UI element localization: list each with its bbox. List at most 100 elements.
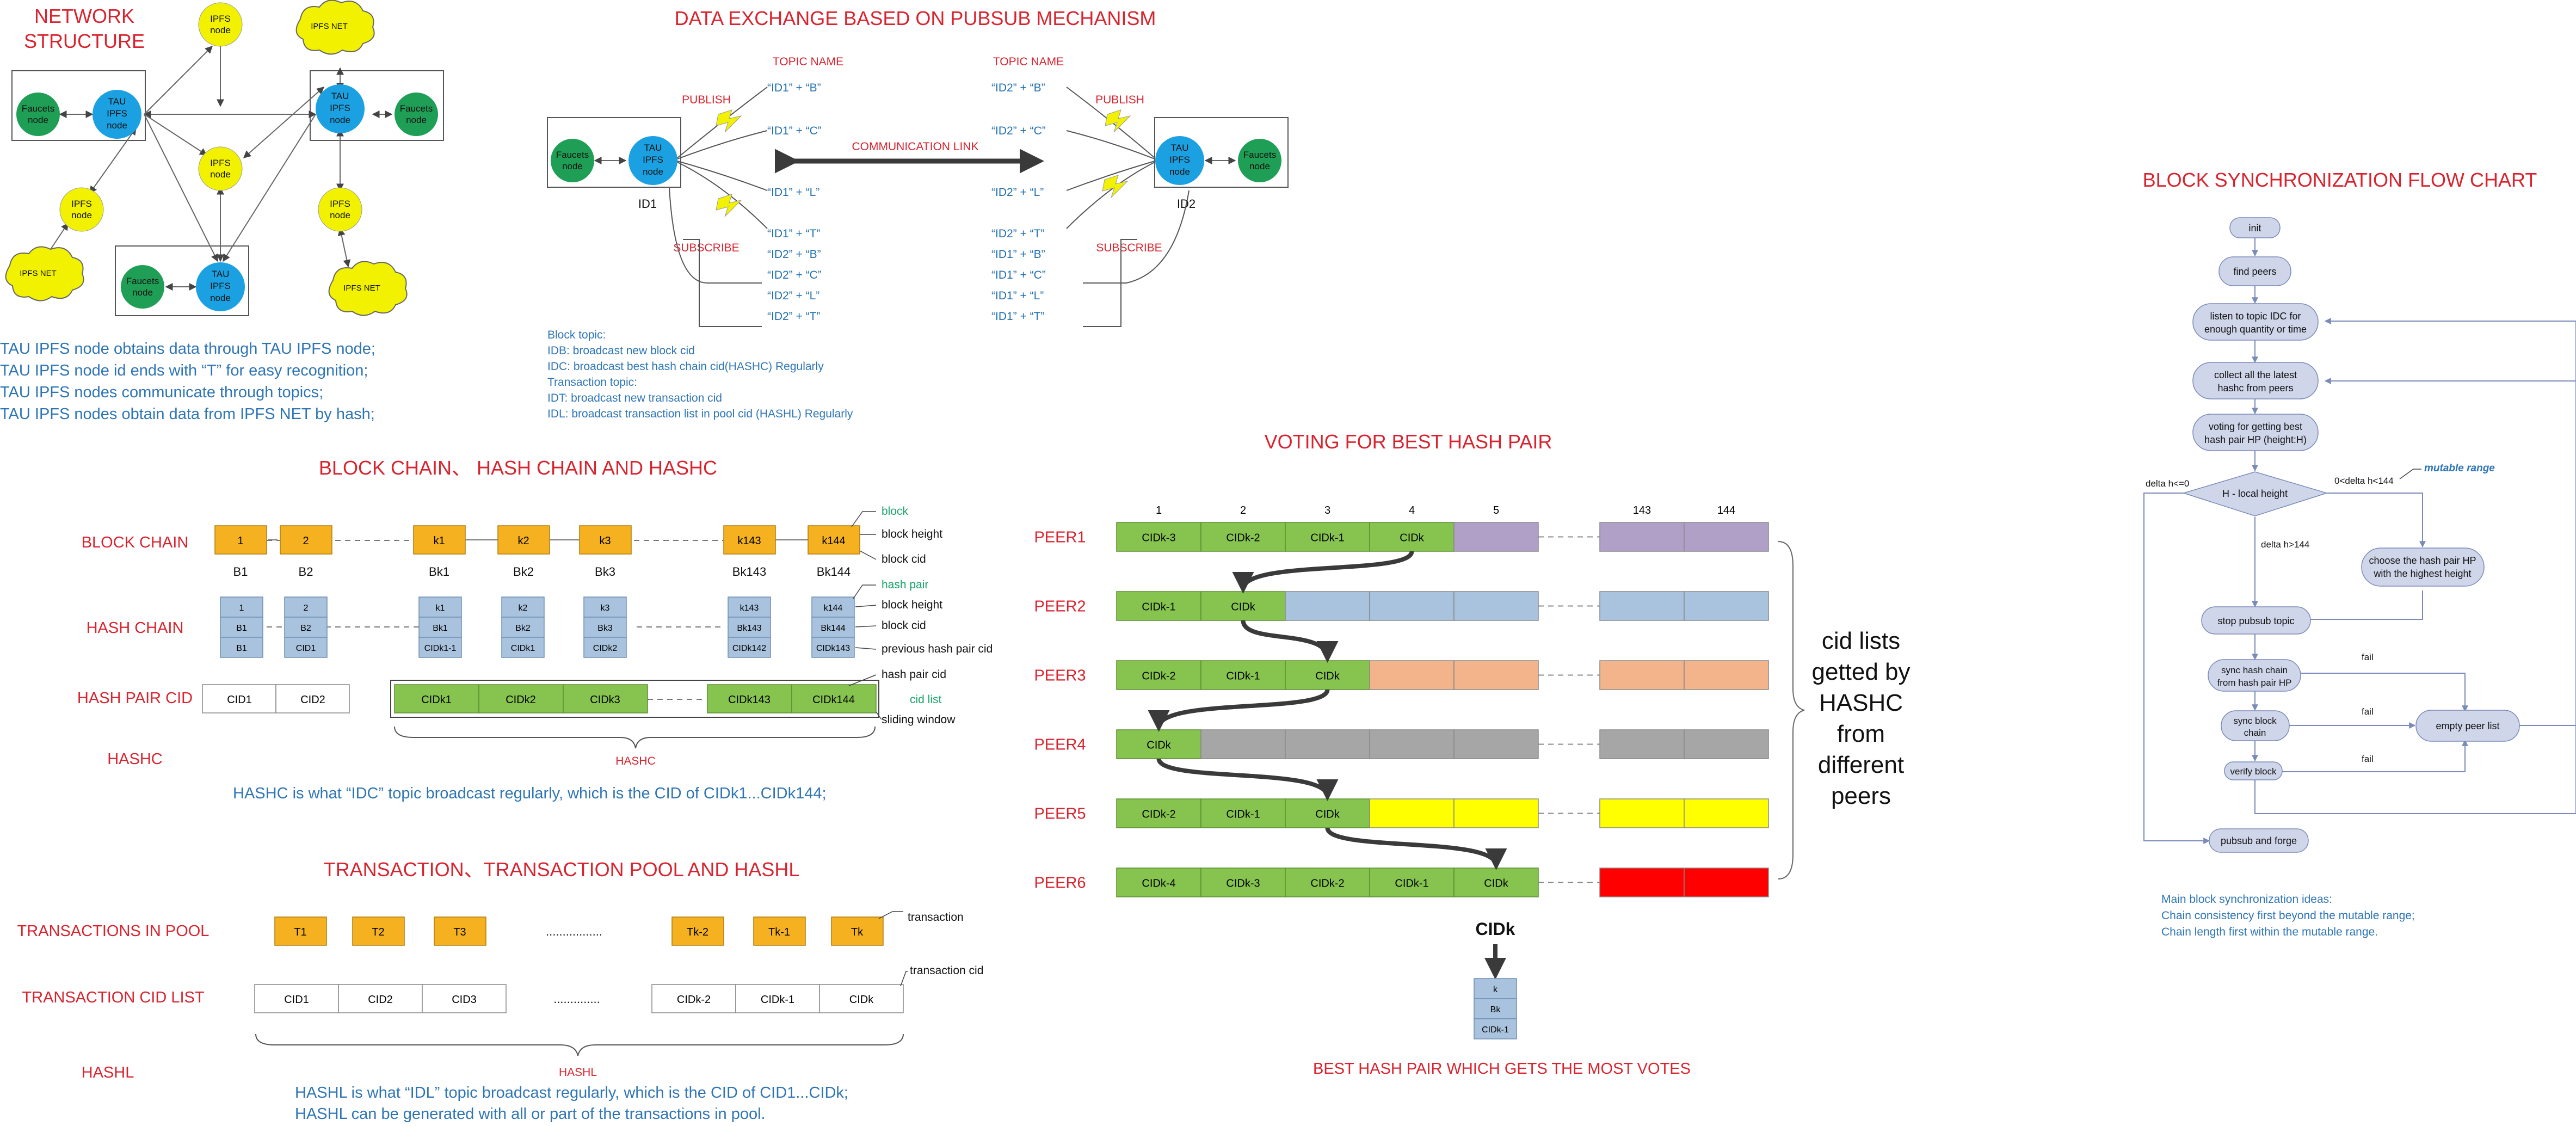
voting-column-header: 1 xyxy=(1156,504,1162,516)
peer-cid-cell xyxy=(1285,867,1370,897)
node-group-box-bottom xyxy=(115,245,249,316)
hash-pair: 1 B1 B1 xyxy=(220,596,263,658)
svg-text:B1: B1 xyxy=(236,624,247,633)
peer-cid-cell xyxy=(1200,867,1286,897)
svg-text:Bk143: Bk143 xyxy=(737,624,761,633)
hash-pair-cid-row: CID1 CID2 CIDk1 CIDk2 CIDk3 CIDk143 CIDk… xyxy=(202,684,877,713)
ipfs-net-cloud-icon xyxy=(5,246,84,302)
svg-text:fail: fail xyxy=(2362,754,2374,764)
tx-pool-row: T1 T2 T3 ................. Tk-2 Tk-1 Tk xyxy=(274,916,884,946)
network-notes: TAU IPFS node obtains data through TAU I… xyxy=(0,340,375,423)
svg-text:block cid: block cid xyxy=(882,553,926,565)
tau-label: node xyxy=(210,293,231,303)
svg-text:..............: .............. xyxy=(553,992,600,1006)
peer-cid-cell xyxy=(1200,729,1286,759)
network-note: TAU IPFS node obtains data through TAU I… xyxy=(0,340,375,358)
subscribe-right: SUBSCRIBE xyxy=(1096,242,1162,254)
peer-cid-cell xyxy=(1369,591,1455,621)
svg-text:CIDk: CIDk xyxy=(849,994,874,1006)
svg-text:CIDk2: CIDk2 xyxy=(506,694,536,706)
flow-choose-node xyxy=(2361,547,2485,587)
cid-cell xyxy=(707,684,792,713)
svg-text:Bk1: Bk1 xyxy=(433,624,448,633)
hashc-brace xyxy=(394,726,876,749)
peer-cid-text: CIDk xyxy=(1315,670,1340,682)
result-hash-pair: k Bk CIDk-1 xyxy=(1474,978,1517,1039)
faucet-node-bottom xyxy=(121,265,164,309)
svg-text:Tk: Tk xyxy=(851,926,864,938)
peer-cid-cell xyxy=(1369,867,1455,897)
peer-label: PEER3 xyxy=(1034,667,1086,685)
block-name: Bk143 xyxy=(732,565,766,579)
svg-text:Main block synchronization ide: Main block synchronization ideas: xyxy=(2161,893,2332,906)
voting-title: VOTING FOR BEST HASH PAIR xyxy=(1265,430,1552,453)
network-note: TAU IPFS node id ends with “T” for easy … xyxy=(0,362,368,379)
peer-cid-text: CIDk-4 xyxy=(1142,878,1175,890)
network-structure-section: NETWORK STRUCTURE Faucets no xyxy=(0,0,444,423)
topic-item: “ID2” + “L” xyxy=(767,290,819,302)
block-name: Bk144 xyxy=(817,565,851,579)
topic-item: “ID2” + “T” xyxy=(991,227,1044,240)
flow-stop-node xyxy=(2201,606,2311,635)
id2-node-box xyxy=(1154,117,1289,188)
subscribe-left: SUBSCRIBE xyxy=(673,242,739,254)
svg-text:verify block: verify block xyxy=(2230,766,2277,777)
topic-item: “ID1” + “L” xyxy=(991,290,1044,302)
svg-text:pubsub and forge: pubsub and forge xyxy=(2221,835,2297,846)
svg-text:CID2: CID2 xyxy=(300,694,325,706)
faucet-label: Faucets xyxy=(126,276,159,286)
svg-text:block height: block height xyxy=(882,528,942,540)
peer-tail-cell xyxy=(1599,660,1685,690)
svg-text:k2: k2 xyxy=(519,604,528,613)
svg-text:init: init xyxy=(2248,223,2261,233)
hash-pair: k2 Bk2 CIDk1 xyxy=(501,596,545,658)
svg-text:B2: B2 xyxy=(300,624,311,633)
faucet-node-right xyxy=(395,93,438,136)
peer-cid-text: CIDk xyxy=(1315,809,1340,821)
block-label: k2 xyxy=(517,535,529,547)
svg-text:CIDk143: CIDk143 xyxy=(728,694,771,706)
communication-link-label: COMMUNICATION LINK xyxy=(852,140,979,153)
faucet-label: node xyxy=(132,287,153,298)
block-label: 1 xyxy=(237,535,243,547)
tau-label: node xyxy=(643,167,663,177)
peer-cid-text: CIDk-1 xyxy=(1310,532,1344,544)
svg-text:block cid: block cid xyxy=(882,619,926,632)
peer-cid-cell xyxy=(1453,660,1539,690)
tau-label: IPFS xyxy=(210,281,231,291)
peer-cid-text: CIDk-3 xyxy=(1142,532,1175,544)
svg-text:CID3: CID3 xyxy=(452,994,477,1006)
node-group-box-left xyxy=(11,70,146,141)
ipfs-net-cloud-icon xyxy=(295,0,375,55)
hashc-brace-label: HASHC xyxy=(615,755,656,767)
svg-text:Chain consistency first beyond: Chain consistency first beyond the mutab… xyxy=(2161,909,2415,922)
hash-pair: k1 Bk1 CIDk1-1 xyxy=(418,596,462,658)
peer-cid-text: CIDk-1 xyxy=(1142,601,1175,613)
tau-ipfs-node-bottom xyxy=(196,262,245,311)
pubsub-note: IDB: broadcast new block cid xyxy=(547,344,695,357)
peer-cid-cell xyxy=(1116,660,1201,690)
left-topic-list: “ID1” + “B” “ID1” + “C” “ID1” + “L” “ID1… xyxy=(767,82,822,323)
cid-cell xyxy=(394,684,479,713)
row-label-cid-list: TRANSACTION CID LIST xyxy=(22,989,204,1006)
ipfs-nodes: IPFS node IPFS node IPFS node IPFS node xyxy=(59,2,362,232)
topic-name-right: TOPIC NAME xyxy=(993,56,1064,68)
svg-text:1: 1 xyxy=(239,604,244,613)
topic-item: “ID2” + “T” xyxy=(767,310,820,323)
vote-arrow xyxy=(1325,827,1507,870)
network-title-line1: NETWORK xyxy=(34,5,134,27)
row-label-hash-pair-cid: HASH PAIR CID xyxy=(77,690,193,707)
peer-cid-cell xyxy=(1200,660,1286,690)
svg-text:CID1: CID1 xyxy=(296,644,316,653)
flow-chart-section: BLOCK SYNCHRONIZATION FLOW CHART init xyxy=(2143,169,2576,938)
block-name: B2 xyxy=(299,565,313,579)
hashl-brace-label: HASHL xyxy=(559,1066,597,1079)
peer-label: PEER4 xyxy=(1034,736,1086,754)
peer-cid-cell xyxy=(1453,729,1539,759)
flow-notes: Main block synchronization ideas: Chain … xyxy=(2161,893,2415,938)
svg-text:CID1: CID1 xyxy=(284,994,309,1006)
peer-tail-cell xyxy=(1599,729,1685,759)
flow-sync-hash-node xyxy=(2208,659,2301,692)
peer-tail-cell xyxy=(1684,522,1769,552)
faucet-node-id2 xyxy=(1238,139,1281,182)
